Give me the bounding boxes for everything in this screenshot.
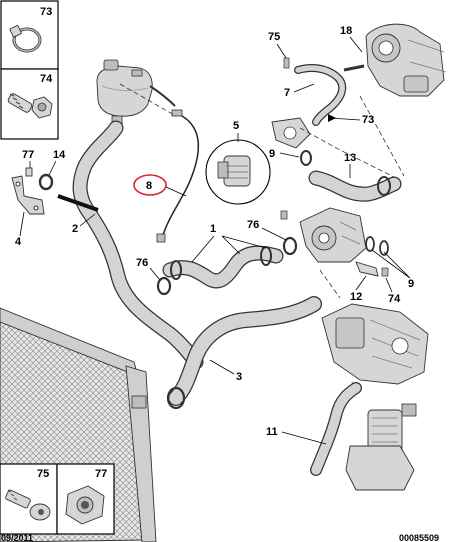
bolt-icon — [5, 489, 51, 521]
bolt-part-75-top — [283, 57, 290, 69]
callout-76-right: 76 — [247, 219, 259, 231]
callout-5: 5 — [233, 120, 239, 132]
callout-7: 7 — [284, 87, 290, 99]
callout-75-inset: 75 — [37, 468, 49, 480]
oil-filter-cooler — [345, 403, 417, 491]
hose-part-11 — [310, 382, 362, 476]
callout-73-inset: 73 — [40, 6, 52, 18]
callout-74-right: 74 — [388, 293, 401, 305]
bracket-part-4 — [11, 175, 45, 215]
callout-9-lower: 9 — [408, 278, 414, 290]
bleed-screw-icon — [7, 93, 53, 119]
callout-2: 2 — [72, 223, 78, 235]
inset-bleed-screw: 74 — [0, 68, 59, 140]
callout-75-top: 75 — [268, 31, 280, 43]
callout-12: 12 — [350, 291, 362, 303]
hose-part-13 — [308, 170, 402, 202]
callout-11: 11 — [266, 426, 278, 438]
screw-part-76-top — [280, 210, 288, 220]
bolt-part-77-left — [25, 167, 33, 177]
clamp-part-76-right — [282, 236, 298, 256]
turbocharger — [365, 23, 447, 97]
callout-4: 4 — [15, 236, 22, 248]
expansion-tank — [96, 59, 176, 129]
callout-13: 13 — [344, 152, 356, 164]
thermostat-housing-part-5 — [205, 139, 271, 205]
clamp-part-14 — [38, 173, 54, 191]
valve-unit — [321, 303, 429, 385]
seal-part-9-upper — [300, 150, 312, 166]
bracket-part-12 — [355, 261, 379, 277]
hose-part-3 — [166, 296, 322, 410]
callout-3: 3 — [236, 371, 242, 383]
callout-14: 14 — [53, 149, 66, 161]
water-outlet-housing — [299, 207, 367, 263]
inset-bolt: 75 — [0, 463, 58, 535]
sensor-wire-part-8 — [156, 109, 200, 243]
callout-77: 77 — [22, 149, 34, 161]
callout-8: 8 — [146, 180, 152, 192]
inset-hose-clamp: 73 — [0, 0, 59, 70]
hose-part-2 — [57, 120, 204, 370]
nut-icon — [65, 485, 105, 525]
callout-76-left: 76 — [136, 257, 148, 269]
footer-date: 09/2011 — [1, 533, 33, 542]
callout-1: 1 — [210, 223, 216, 235]
hose-part-1 — [162, 245, 284, 289]
clamp-part-76-left — [156, 276, 172, 296]
pipe-part-7 — [294, 64, 365, 126]
callout-74-inset: 74 — [40, 73, 53, 85]
screw-part-74-right — [381, 267, 389, 277]
seals-part-9-lower — [365, 236, 389, 256]
flange-part — [271, 117, 311, 149]
callout-73-right: 73 — [362, 114, 374, 126]
callout-18: 18 — [340, 25, 352, 37]
hose-clamp-icon — [9, 25, 42, 53]
callout-77-inset: 77 — [95, 468, 107, 480]
inset-nut: 77 — [56, 463, 115, 535]
highlight-ring — [133, 174, 167, 196]
footer-reference: 00085509 — [399, 533, 439, 542]
callout-9-upper: 9 — [269, 148, 275, 160]
